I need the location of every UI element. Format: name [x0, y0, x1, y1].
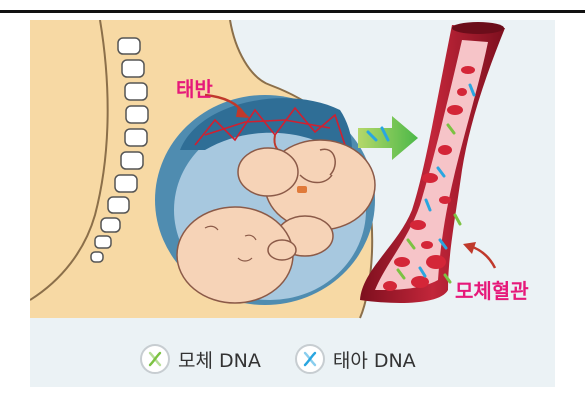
maternal-vessel-label: 모체혈관 — [455, 279, 529, 303]
umbilical-clip — [297, 186, 307, 193]
dna-icon — [295, 344, 325, 374]
dna-icon — [140, 344, 170, 374]
legend-label-maternal-dna: 모체 DNA — [178, 346, 261, 373]
vessel-opening — [452, 22, 504, 34]
placenta-label: 태반 — [176, 77, 213, 101]
legend-label-fetal-dna: 태아 DNA — [333, 346, 416, 373]
legend-item-fetal-dna: 태아 DNA — [295, 344, 416, 374]
vessel-pointer — [470, 246, 495, 268]
legend-item-maternal-dna: 모체 DNA — [140, 344, 261, 374]
legend: 모체 DNA 태아 DNA — [140, 340, 450, 378]
